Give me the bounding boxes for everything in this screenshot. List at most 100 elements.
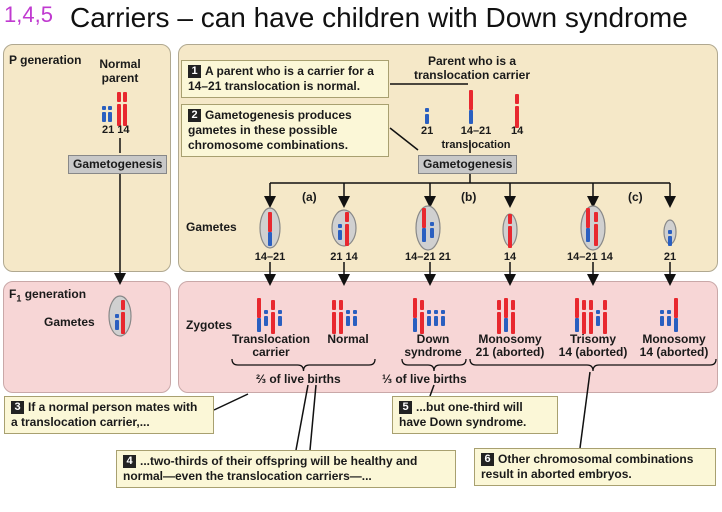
zygote-translocation-carrier-c2-a — [264, 310, 268, 314]
gamete-2-chromo-21-b — [338, 230, 342, 240]
zygote-trisomy-14-c4-b — [596, 316, 600, 326]
zygote-monosomy-21-c3-b — [511, 312, 515, 334]
f1-generation-panel — [3, 281, 171, 393]
zygote-monosomy-14-c1-a — [660, 310, 664, 314]
zygote-translocation-carrier-c1-b — [257, 318, 261, 332]
callout-6-number: 6 — [481, 453, 494, 466]
zygote-trisomy-14-c4-a — [596, 310, 600, 314]
p-generation-heading: P generation — [9, 53, 82, 67]
carrier-chromo-14-a — [515, 94, 519, 104]
gamete-label-1: 14–21 — [254, 251, 286, 263]
gamete-1-chromo-a — [268, 212, 272, 232]
gamete-label-3: 14–21 21 — [405, 251, 451, 263]
gamete-label-6: 21 — [663, 251, 677, 263]
zygote-normal-c4-b — [353, 316, 357, 326]
f1-gamete-chromo-21-a — [115, 314, 119, 318]
zygote-label-down-syndrome: Down syndrome — [404, 332, 462, 359]
zygote-down-syndrome-c3-b — [427, 316, 431, 326]
p-chromo-14a-b — [117, 104, 121, 126]
callout-4: 4...two-thirds of their offspring will b… — [116, 450, 456, 488]
zygote-trisomy-14-c1-a — [575, 298, 579, 318]
branch-a-label: (a) — [302, 190, 317, 204]
gamete-cell-2 — [331, 209, 357, 247]
zygotes-label: Zygotes — [186, 318, 233, 332]
carrier-chromo-21-a — [425, 108, 429, 112]
zygote-panel — [178, 281, 718, 393]
two-thirds-brace — [231, 358, 376, 372]
carrier-chromo-14-label: 14 — [511, 125, 524, 137]
zygote-down-syndrome-c5-b — [441, 316, 445, 326]
zygote-down-syndrome-c5-a — [441, 310, 445, 314]
gamete-3-chromo-1421-a — [422, 208, 426, 228]
zygote-translocation-carrier-c2-b — [264, 316, 268, 326]
callout-3-leader — [213, 393, 249, 411]
f1-gamete-cell — [108, 295, 132, 337]
zygote-down-syndrome-c4-a — [434, 310, 438, 314]
callout-4-number: 4 — [123, 455, 136, 468]
carrier-chromo-1421-label: 14–21 translocation — [441, 125, 511, 151]
f1-gametes-label: Gametes — [44, 315, 95, 329]
zygote-normal-c3-b — [346, 316, 350, 326]
carrier-chromo-1421-a — [469, 90, 473, 110]
zygote-trisomy-14-c1-b — [575, 318, 579, 332]
zygote-monosomy-21-c3-a — [511, 300, 515, 310]
zygote-down-syndrome-c1-a — [413, 298, 417, 318]
carrier-chromo-21-b — [425, 114, 429, 124]
callout-4-text: ...two-thirds of their offspring will be… — [123, 454, 418, 483]
p-chromo-14b-b — [123, 104, 127, 126]
zygote-down-syndrome-c1-b — [413, 318, 417, 332]
gamete-cell-5 — [580, 205, 606, 251]
callout-2-leader — [389, 127, 419, 151]
zygote-translocation-carrier-c3-a — [271, 300, 275, 310]
zygote-monosomy-14-c3-a — [674, 298, 678, 318]
zygote-normal-c1-a — [332, 300, 336, 310]
normal-parent-label: Normal parent — [99, 57, 141, 85]
gamete-3-chromo-21-a — [430, 222, 434, 226]
zygote-translocation-carrier-c1-a — [257, 298, 261, 318]
carrier-chromo-1421-b — [469, 110, 473, 124]
callout-2-text: Gametogenesis produces gametes in these … — [188, 108, 352, 152]
gamete-1-chromo-b — [268, 232, 272, 246]
one-third-label: ⅓ of live births — [382, 372, 467, 386]
callout-6-text: Other chromosomal combinations result in… — [481, 452, 694, 481]
gamete-label-4: 14 — [503, 251, 517, 263]
gamete-label-5: 14–21 14 — [567, 251, 613, 263]
zygote-label-translocation-carrier: Translocation carrier — [231, 332, 311, 359]
gamete-label-2: 21 14 — [330, 251, 358, 263]
zygote-down-syndrome-c2-b — [420, 312, 424, 334]
callout-5: 5...but one-third will have Down syndrom… — [392, 396, 558, 434]
zygote-monosomy-14-c1-b — [660, 316, 664, 326]
zygote-monosomy-21-c1-a — [497, 300, 501, 310]
gamete-2-chromo-21-a — [338, 224, 342, 228]
zygote-monosomy-21-c2-b — [504, 318, 508, 332]
branch-c-label: (c) — [628, 190, 643, 204]
carrier-parent-label: Parent who is a translocation carrier — [413, 54, 531, 82]
gamete-5-chromo-1421-a — [586, 208, 590, 228]
gamete-3-chromo-21-b — [430, 228, 434, 238]
zygote-normal-c4-a — [353, 310, 357, 314]
zygote-trisomy-14-c3-b — [589, 312, 593, 334]
p-chromo-14a-a — [117, 92, 121, 102]
gamete-6-chromo-21-b — [668, 236, 672, 246]
zygote-trisomy-14-c5-a — [603, 300, 607, 310]
p-chromo-21a-a — [102, 106, 106, 110]
p-chromo-21a-b — [102, 112, 106, 122]
zygote-normal-c3-a — [346, 310, 350, 314]
gamete-4-chromo-14-b — [508, 226, 512, 248]
callout-5-leader — [429, 384, 435, 397]
carrier-chromo-14-b — [515, 106, 519, 128]
p-chromo-14b-a — [123, 92, 127, 102]
zygote-monosomy-14-c2-b — [667, 316, 671, 326]
callout-3-text: If a normal person mates with a transloc… — [11, 400, 198, 429]
slide-number: 1,4,5 — [4, 2, 53, 27]
gamete-5-chromo-1421-b — [586, 228, 590, 242]
gamete-3-chromo-1421-b — [422, 228, 426, 242]
carrier-chromo-21-label: 21 — [421, 125, 434, 137]
carrier-gametogenesis-box: Gametogenesis — [418, 155, 518, 174]
zygote-label-normal: Normal — [327, 332, 369, 346]
gamete-5-chromo-14-a — [594, 212, 598, 222]
normal-parent-chromo-label: 21 14 — [102, 124, 130, 136]
